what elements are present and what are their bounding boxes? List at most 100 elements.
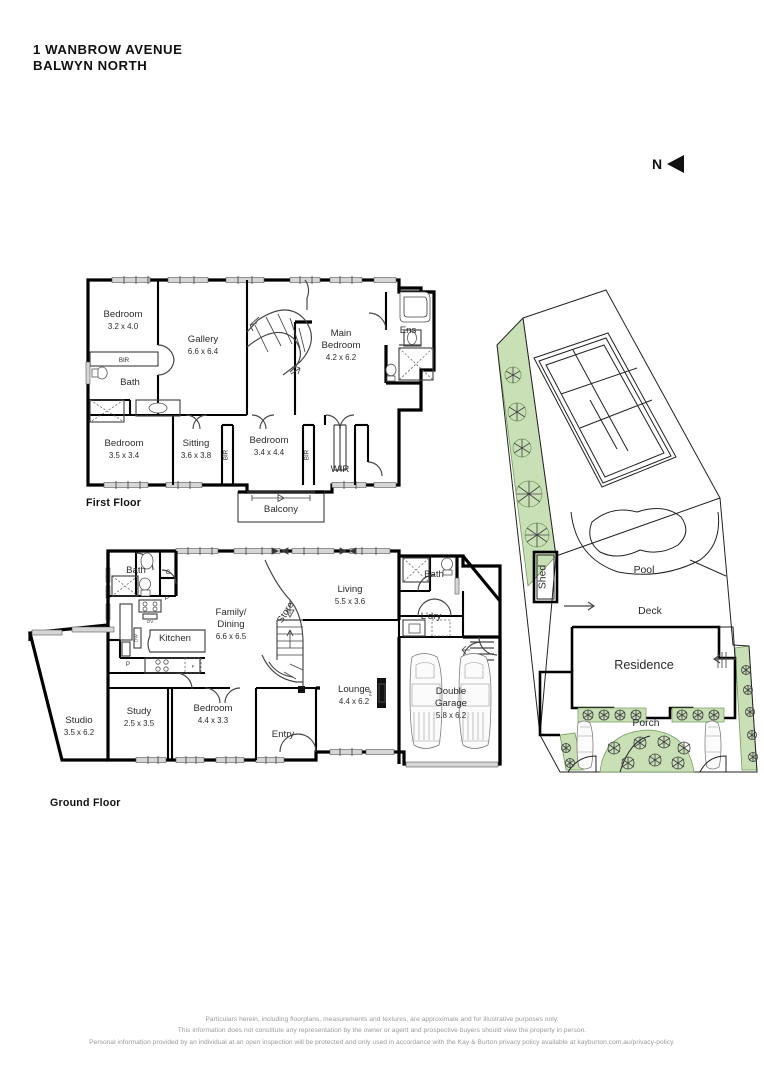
trees-west [504,366,550,548]
ground-floor-windows [31,547,499,768]
room-label: Double [436,686,466,697]
room-dims: 4.2 x 6.2 [326,353,356,362]
site-label-pool: Pool [634,565,655,576]
annotation-dishwasher: DW [134,634,139,642]
residence-wall-ne [719,626,736,659]
room-label: Garage [435,698,467,709]
room-dims: 2.5 x 3.5 [124,719,155,728]
annotation-bir: BIR [223,449,230,460]
room-label: WIR [331,464,350,475]
room-label: Main [331,328,352,339]
crossover-west [567,755,597,773]
annotation-pantry: P [165,595,169,602]
room-dims: 3.2 x 4.0 [108,322,139,331]
room-dims: 3.5 x 3.4 [109,451,140,460]
address-line-1: 1 WANBROW AVENUE [33,42,183,57]
site-label-deck: Deck [638,606,662,617]
site-label-shed: Shed [538,565,549,589]
room-dims: 3.5 x 6.2 [64,728,94,737]
deck-access-arrow [564,601,596,611]
ground-floor-plan: Bath Kitchen Family/ Dining 6.6 x 6.5 Li… [27,547,502,768]
ground-floor-staircase [261,600,305,693]
room-label: Bedroom [105,438,144,449]
side-door-arrow [712,654,736,664]
car-outline [458,653,492,749]
tree-icon [524,522,550,548]
annotation-fridge: F [192,664,195,669]
site-plan: Pool Deck Shed Residence Porch [496,289,758,773]
first-floor-doors [157,279,387,477]
path-curve [619,735,651,773]
room-label: Ens [400,325,417,336]
room-label: Family/ [216,607,247,618]
shed [532,550,559,604]
first-floor-plan: Bedroom 3.2 x 4.0 Gallery 6.6 x 6.4 Main… [85,276,436,523]
annotation-cupboard: C [166,569,171,576]
crossover-east [699,755,727,773]
room-label: Sitting [183,438,210,449]
room-label: Bedroom [194,703,233,714]
room-dims: 3.6 x 3.8 [181,451,212,460]
room-dims: 3.4 x 4.4 [254,448,285,457]
address-line-2: BALWYN NORTH [33,57,148,73]
tree-icon [504,366,522,384]
annotation-pantry: P [126,661,130,668]
pool [570,507,720,575]
disclaimer-line-2: This information does not constitute any… [177,1027,587,1035]
deck-edge [689,559,727,577]
porch-shrubs [561,665,758,770]
pool-deck-divider [555,497,721,557]
tree-icon [515,480,543,508]
room-dims: 6.6 x 6.5 [216,632,247,641]
garage-cars [409,653,492,749]
north-indicator: N [652,155,685,173]
room-label: Bath [120,377,140,388]
first-floor-balcony [237,490,325,523]
ground-floor-labels: Bath Kitchen Family/ Dining 6.6 x 6.5 Li… [64,565,467,740]
room-label: Bedroom [250,435,289,446]
ground-floor-label: Ground Floor [50,797,121,809]
tree-icon [507,402,527,422]
ground-floor-doors [135,552,498,753]
annotation-oven: OV [147,619,155,624]
site-plan-labels: Pool Deck Shed Residence Porch [538,565,674,729]
room-label: Bedroom [322,340,361,351]
room-dims: 5.8 x 6.2 [436,711,466,720]
room-dims: 6.6 x 6.4 [188,347,219,356]
first-floor-label: First Floor [86,497,142,509]
side-steps [717,652,727,668]
north-label: N [652,156,663,172]
porch-bed-west [577,707,647,723]
first-floor-windows [103,276,397,489]
car-outline [409,653,443,749]
annotation-fireplace: FP [368,690,373,696]
room-label: L'dry [421,611,442,622]
room-label: Bath [126,565,146,576]
room-dims: 4.4 x 3.3 [198,716,229,725]
disclaimer-footer: Particulars herein, including floorplans… [0,1014,764,1048]
room-label: Kitchen [159,633,191,644]
first-floor-staircase [246,309,312,376]
annotation-bir: BIR [304,449,311,460]
ground-floor-fixtures [111,552,494,708]
room-label: Gallery [188,334,219,345]
annotation-bir: BIR [119,357,130,364]
room-label: Balcony [264,504,298,515]
first-floor-fixtures [85,291,434,423]
tennis-court [533,332,677,488]
site-boundary [496,289,758,773]
room-label: Bath [424,569,444,580]
room-label: Living [337,584,362,595]
room-label: Bedroom [104,309,143,320]
site-label-residence: Residence [614,658,674,672]
first-floor-labels: Bedroom 3.2 x 4.0 Gallery 6.6 x 6.4 Main… [104,309,417,515]
room-label: Study [127,706,152,717]
room-label: Studio [65,715,92,726]
north-arrow-icon [667,155,685,173]
room-label: Lounge [338,684,370,695]
site-label-porch: Porch [632,718,659,729]
garden-strip-east [734,645,758,771]
room-label: Entry [272,729,295,740]
